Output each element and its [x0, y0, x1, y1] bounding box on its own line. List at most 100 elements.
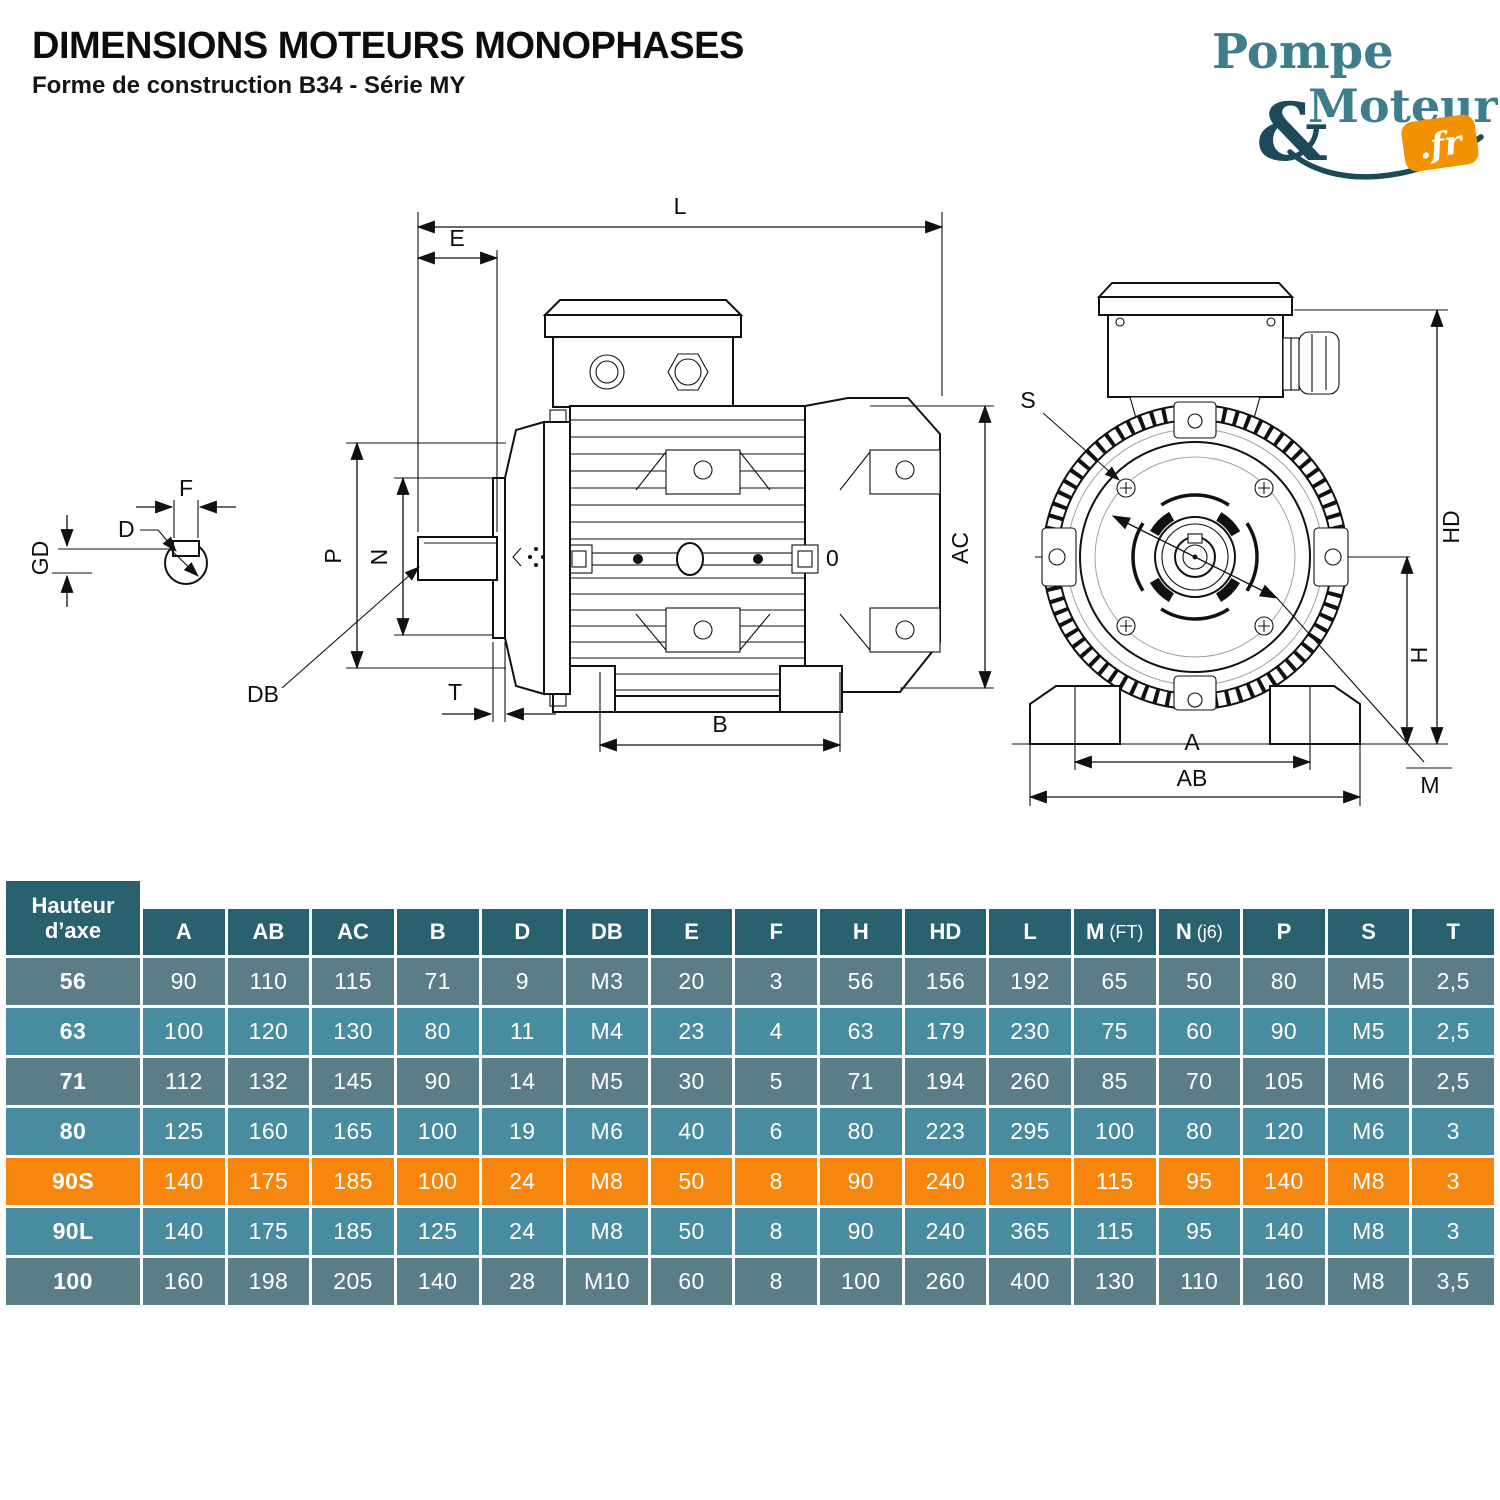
table-cell: 125 — [143, 1108, 225, 1155]
side-view: L E P N DB T — [247, 193, 994, 752]
dim-label-GD: GD — [27, 541, 53, 576]
row-label-90S: 90S — [6, 1158, 140, 1205]
column-header-label: D — [514, 919, 531, 944]
table-cell: 175 — [227, 1208, 310, 1255]
table-cell: 120 — [227, 1008, 310, 1055]
table-cell: 6 — [735, 1108, 817, 1155]
dim-label-P: P — [320, 548, 346, 563]
table-cell: M8 — [566, 1208, 648, 1255]
table-cell: 165 — [312, 1108, 394, 1155]
column-header-D: D — [481, 909, 564, 955]
dim-label-A: A — [1184, 729, 1200, 755]
table-cell: M8 — [1327, 1158, 1410, 1205]
table-cell: 11 — [481, 1008, 564, 1055]
column-header-HD: HD — [904, 909, 987, 955]
table-cell: 85 — [1073, 1058, 1156, 1105]
column-header-label: AC — [337, 919, 369, 944]
table-cell: 3 — [1412, 1108, 1494, 1155]
table-cell: 185 — [312, 1158, 394, 1205]
table-cell: 160 — [143, 1258, 225, 1305]
table-cell: 9 — [481, 958, 564, 1005]
dim-label-M: M — [1420, 772, 1439, 798]
table-cell: 23 — [650, 1008, 733, 1055]
front-view: S M HD H A AB — [1012, 282, 1464, 806]
table-cell: M3 — [566, 958, 648, 1005]
column-header-S: S — [1327, 909, 1410, 955]
table-cell: 19 — [481, 1108, 564, 1155]
table-cell: 223 — [904, 1108, 987, 1155]
table-cell: 95 — [1158, 1158, 1241, 1205]
table-cell: 140 — [1243, 1208, 1325, 1255]
dim-label-S: S — [1020, 387, 1035, 413]
table-cell: M4 — [566, 1008, 648, 1055]
table-cell: 125 — [396, 1208, 479, 1255]
brand-logo: Pompe & Moteur .fr — [1212, 24, 1498, 180]
table-cell: 3 — [735, 958, 817, 1005]
table-cell: 3,5 — [1412, 1258, 1494, 1305]
table-cell: 100 — [1073, 1108, 1156, 1155]
table-cell: 90 — [1243, 1008, 1325, 1055]
column-header-label: B — [429, 919, 446, 944]
column-header-label: N — [1175, 919, 1192, 944]
dim-label-D: D — [118, 516, 135, 542]
column-header-label: A — [175, 919, 192, 944]
dim-label-N: N — [366, 549, 392, 566]
table-cell: 115 — [312, 958, 394, 1005]
table-cell: M8 — [566, 1158, 648, 1205]
table-cell: 40 — [650, 1108, 733, 1155]
table-cell: 260 — [904, 1258, 987, 1305]
table-cell: 100 — [820, 1258, 902, 1305]
table-cell: M5 — [1327, 958, 1410, 1005]
table-cell: M8 — [1327, 1208, 1410, 1255]
column-header-P: P — [1243, 909, 1325, 955]
column-header-label: T — [1446, 919, 1460, 944]
table-cell: 30 — [650, 1058, 733, 1105]
column-header-label: H — [852, 919, 869, 944]
table-cell: M5 — [566, 1058, 648, 1105]
shaft-section-view: F D GD — [27, 475, 236, 607]
table-cell: M6 — [1327, 1108, 1410, 1155]
table-cell: 2,5 — [1412, 1008, 1494, 1055]
table-cell: 8 — [735, 1208, 817, 1255]
row-header-column: Hauteur d’axe — [6, 881, 140, 955]
table-cell: 63 — [820, 1008, 902, 1055]
table-cell: 260 — [989, 1058, 1071, 1105]
row-label-71: 71 — [6, 1058, 140, 1105]
table-cell: 24 — [481, 1208, 564, 1255]
table-cell: 110 — [227, 958, 310, 1005]
table-cell: 80 — [1243, 958, 1325, 1005]
dim-label-F: F — [179, 475, 193, 501]
table-cell: M6 — [566, 1108, 648, 1155]
table-cell: M10 — [566, 1258, 648, 1305]
table-cell: 4 — [735, 1008, 817, 1055]
technical-drawing: F D GD — [27, 193, 1464, 806]
row-label-56: 56 — [6, 958, 140, 1005]
table-cell: 5 — [735, 1058, 817, 1105]
column-header-L: L — [989, 909, 1071, 955]
table-cell: 179 — [904, 1008, 987, 1055]
table-cell: 2,5 — [1412, 958, 1494, 1005]
column-header-label: HD — [929, 919, 962, 944]
table-cell: 198 — [227, 1258, 310, 1305]
table-cell: 14 — [481, 1058, 564, 1105]
table-cell: 175 — [227, 1158, 310, 1205]
table-cell: 240 — [904, 1208, 987, 1255]
table-cell: 3 — [1412, 1208, 1494, 1255]
table-cell: 24 — [481, 1158, 564, 1205]
table-cell: 65 — [1073, 958, 1156, 1005]
logo-fr-badge: .fr — [1401, 114, 1479, 172]
table-cell: 230 — [989, 1008, 1071, 1055]
page-subtitle: Forme de construction B34 - Série MY — [32, 71, 466, 99]
table-cell: 140 — [1243, 1158, 1325, 1205]
table-cell: 185 — [312, 1208, 394, 1255]
table-cell: 112 — [143, 1058, 225, 1105]
column-header-A: A — [143, 909, 225, 955]
column-header-E: E — [650, 909, 733, 955]
table-cell: 100 — [143, 1008, 225, 1055]
table-cell: 28 — [481, 1258, 564, 1305]
table-cell: 8 — [735, 1158, 817, 1205]
dim-label-AB: AB — [1177, 765, 1208, 791]
